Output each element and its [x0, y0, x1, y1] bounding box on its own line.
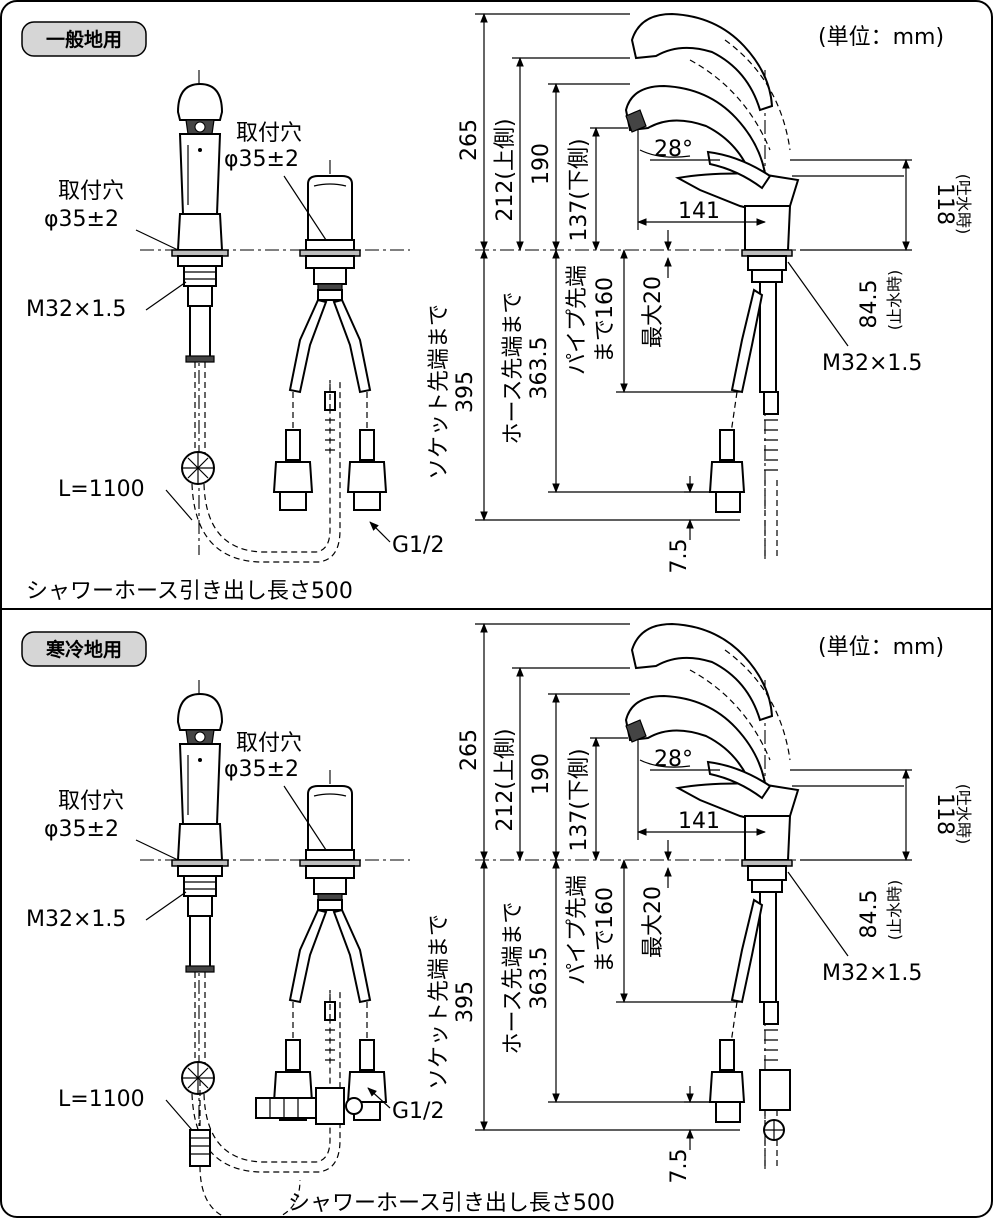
- hole-left-label: 取付穴: [58, 179, 124, 204]
- dim-7-5: 7.5: [667, 539, 692, 574]
- dim-7-5: 7.5: [667, 1149, 692, 1184]
- panel-cold-region: 寒冷地用 (単位：mm) 取付穴 φ35±2 取付穴 φ35±2 M32×1.5: [21, 624, 973, 1223]
- dim-20: 最大20: [641, 276, 666, 348]
- hose-length-label: L=1100: [58, 477, 145, 502]
- panel-tag: 寒冷地用: [46, 638, 122, 661]
- dim-118: 118: [932, 793, 957, 835]
- dim-84-5: 84.5: [857, 280, 882, 329]
- hole-left-dim: φ35±2: [44, 207, 119, 232]
- dim-141: 141: [678, 199, 720, 224]
- dim-137: 137(下側): [567, 748, 592, 851]
- hole-left-dim: φ35±2: [44, 817, 119, 842]
- side-view-drawing: [475, 624, 912, 1170]
- dim-160-a: パイプ先端: [565, 875, 590, 985]
- hose-length-label: L=1100: [58, 1087, 145, 1112]
- dim-84-5: 84.5: [857, 890, 882, 939]
- dim-190: 190: [529, 753, 554, 795]
- dim-angle: 28°: [654, 747, 693, 772]
- dim-363-5-label: ホース先端まで: [501, 902, 526, 1055]
- dim-395: 395: [453, 371, 478, 413]
- dim-395-label: ソケット先端まで: [427, 914, 452, 1090]
- side-view-drawing: [475, 14, 912, 560]
- dim-118: 118: [932, 183, 957, 225]
- dim-20: 最大20: [641, 886, 666, 958]
- dim-265: 265: [457, 119, 482, 161]
- panel-tag-box: [21, 21, 147, 57]
- hole-right-label: 取付穴: [236, 121, 302, 146]
- dim-265: 265: [457, 729, 482, 771]
- dim-363-5: 363.5: [527, 337, 552, 400]
- dim-84-5-sub: (止水時): [885, 880, 904, 941]
- hose-pullout-caption: シャワーホース引き出し長さ500: [26, 579, 353, 604]
- dim-141: 141: [678, 809, 720, 834]
- panel-tag-box: [21, 631, 147, 667]
- hole-right-dim: φ35±2: [224, 147, 299, 172]
- dim-angle: 28°: [654, 137, 693, 162]
- dim-395-label: ソケット先端まで: [427, 304, 452, 480]
- dim-118-sub: (吐水時): [954, 174, 973, 235]
- hose-pullout-caption: シャワーホース引き出し長さ500: [288, 1191, 615, 1216]
- dim-137: 137(下側): [567, 138, 592, 241]
- panel-tag: 一般地用: [46, 28, 122, 51]
- drain-valve-assembly: [189, 1069, 791, 1223]
- side-thread-label: M32×1.5: [822, 961, 922, 986]
- dim-212: 212(上側): [493, 118, 518, 221]
- thread-label: M32×1.5: [26, 907, 126, 932]
- dim-160-b: まで160: [593, 887, 618, 973]
- dim-160-b: まで160: [593, 277, 618, 363]
- hole-left-label: 取付穴: [58, 789, 124, 814]
- dim-212: 212(上側): [493, 728, 518, 831]
- pipe-thread-label: G1/2: [392, 533, 444, 558]
- dim-363-5: 363.5: [527, 947, 552, 1010]
- unit-label: (単位：mm): [818, 25, 944, 50]
- dim-395: 395: [453, 981, 478, 1023]
- thread-label: M32×1.5: [26, 297, 126, 322]
- pipe-thread-label: G1/2: [392, 1099, 444, 1124]
- dim-118-sub: (吐水時): [954, 784, 973, 845]
- hole-right-label: 取付穴: [236, 731, 302, 756]
- dim-363-5-label: ホース先端まで: [501, 292, 526, 445]
- panel-general: 一般地用 (単位：mm) 取付穴 φ35±2 取付穴 φ35±2 M32×1.5…: [21, 14, 973, 604]
- hole-right-dim: φ35±2: [224, 757, 299, 782]
- side-thread-label: M32×1.5: [822, 351, 922, 376]
- unit-label: (単位：mm): [818, 635, 944, 660]
- dim-190: 190: [529, 143, 554, 185]
- dim-160-a: パイプ先端: [565, 265, 590, 375]
- dim-84-5-sub: (止水時): [885, 270, 904, 331]
